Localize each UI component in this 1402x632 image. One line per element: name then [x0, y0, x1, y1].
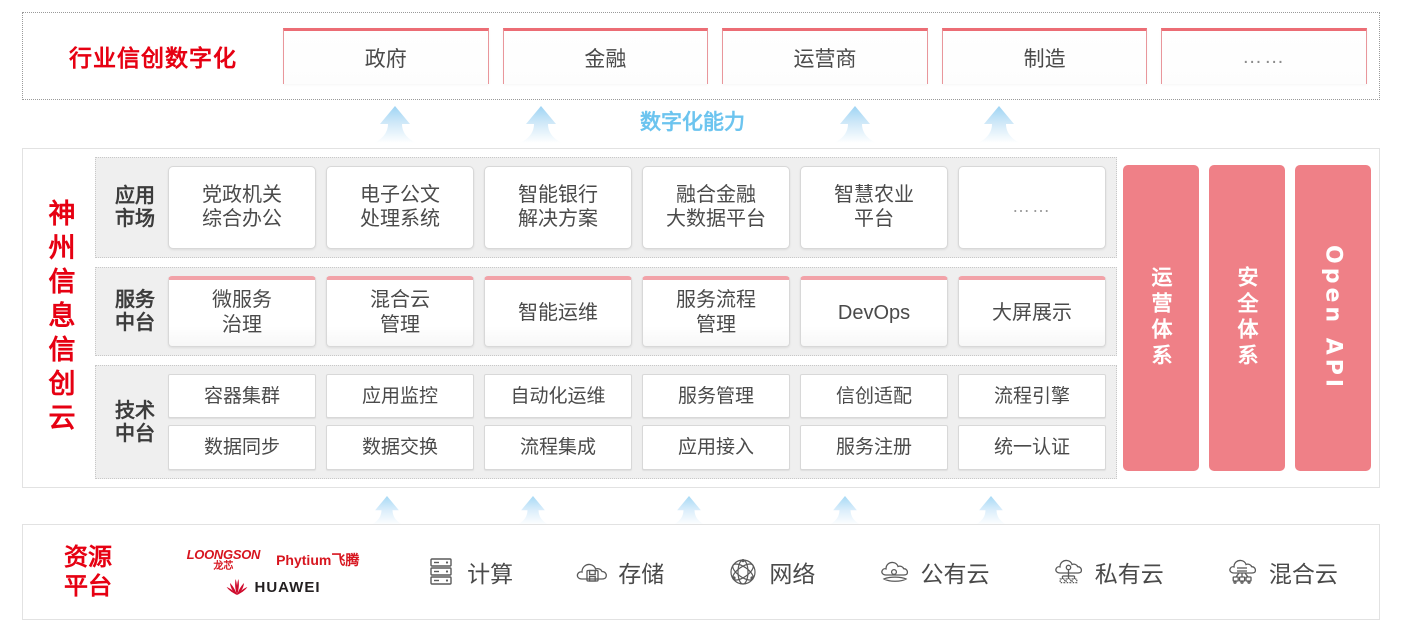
tech-card-service-mgmt[interactable]: 服务管理 — [642, 373, 790, 419]
vendor-logo-group: LOONGSON 龙芯 Phytium飞腾 — [153, 548, 393, 596]
app-card-smart-bank[interactable]: 智能银行解决方案 — [484, 166, 632, 249]
private-cloud-icon — [1052, 555, 1086, 589]
up-arrow-icon — [822, 496, 868, 526]
tech-platform-items: 容器集群 应用监控 自动化运维 服务管理 信创适配 流程引擎 数据同步 数据交换… — [168, 373, 1106, 470]
tech-card-data-sync[interactable]: 数据同步 — [168, 425, 316, 470]
resource-item-label: 网络 — [769, 561, 816, 587]
resource-item-public-cloud[interactable]: 公有云 — [878, 555, 990, 589]
service-card-microservice-governance[interactable]: 微服务治理 — [168, 275, 316, 347]
tech-card-process-integration[interactable]: 流程集成 — [484, 425, 632, 470]
up-arrow-icon — [372, 106, 418, 144]
network-icon — [726, 555, 760, 589]
service-card-bigscreen-display[interactable]: 大屏展示 — [958, 275, 1106, 347]
resource-item-hybrid-cloud[interactable]: 混合云 — [1226, 555, 1338, 589]
vendor-logo-row-2: HUAWEI — [226, 578, 321, 596]
resource-item-label: 混合云 — [1268, 561, 1338, 587]
huawei-logo: HUAWEI — [226, 578, 321, 596]
tech-platform-row-1: 容器集群 应用监控 自动化运维 服务管理 信创适配 流程引擎 — [168, 373, 1106, 419]
resource-item-label: 计算 — [467, 561, 514, 587]
layer-label-application-market: 应用 市场 — [115, 183, 155, 231]
tech-card-xinchuang-adaptation[interactable]: 信创适配 — [800, 373, 948, 419]
app-card-finance-bigdata[interactable]: 融合金融大数据平台 — [642, 166, 790, 249]
resource-item-list: 计算 存储 — [393, 555, 1379, 589]
layer-label-tech-platform: 技术 中台 — [115, 397, 155, 445]
core-platform-title-text: 神州信息信创云 — [43, 199, 75, 437]
industry-box-more[interactable]: …… — [1161, 28, 1367, 84]
layer-tech-platform: 技术 中台 容器集群 应用监控 自动化运维 服务管理 信创适配 流程引擎 — [95, 364, 1117, 479]
layer-stack: 应用 市场 党政机关综合办公 电子公文处理系统 智能银行解决方案 — [95, 157, 1117, 479]
app-card-government-office[interactable]: 党政机关综合办公 — [168, 166, 316, 249]
core-platform-body: 应用 市场 党政机关综合办公 电子公文处理系统 智能银行解决方案 — [95, 149, 1379, 487]
resource-item-network[interactable]: 网络 — [726, 555, 815, 589]
public-cloud-icon — [878, 555, 912, 589]
industry-box-list: 政府 金融 运营商 制造 …… — [283, 28, 1379, 84]
pillar-operations-system[interactable]: 运营体系 — [1123, 165, 1199, 471]
up-arrow-icon — [832, 106, 878, 144]
industry-band-title: 行业信创数字化 — [69, 46, 237, 72]
service-card-smart-ops[interactable]: 智能运维 — [484, 275, 632, 347]
pillar-list: 运营体系 安全体系 Open API — [1123, 165, 1371, 471]
tech-card-unified-auth[interactable]: 统一认证 — [958, 425, 1106, 470]
industry-box-carrier[interactable]: 运营商 — [722, 28, 928, 84]
huawei-petal-icon — [226, 578, 248, 596]
up-arrow-icon — [976, 106, 1022, 144]
pillar-security-system[interactable]: 安全体系 — [1209, 165, 1285, 471]
layer-service-platform: 服务 中台 微服务治理 混合云管理 智能运维 — [95, 266, 1117, 356]
tech-card-automated-ops[interactable]: 自动化运维 — [484, 373, 632, 419]
phytium-logo: Phytium飞腾 — [276, 552, 360, 568]
industry-box-finance[interactable]: 金融 — [502, 28, 709, 84]
loongson-logo: LOONGSON 龙芯 — [186, 547, 261, 572]
up-arrow-icon — [968, 496, 1014, 526]
service-card-hybrid-cloud-mgmt[interactable]: 混合云管理 — [326, 275, 474, 347]
tech-platform-row-2: 数据同步 数据交换 流程集成 应用接入 服务注册 统一认证 — [168, 425, 1106, 470]
resource-item-storage[interactable]: 存储 — [575, 555, 664, 589]
tech-card-container-cluster[interactable]: 容器集群 — [168, 373, 316, 419]
resource-platform-frame: 资源 平台 LOONGSON 龙芯 Phytium飞腾 — [22, 524, 1380, 620]
industry-band: 行业信创数字化 政府 金融 运营商 制造 …… — [22, 12, 1380, 100]
up-arrow-icon — [364, 496, 410, 526]
service-platform-items: 微服务治理 混合云管理 智能运维 服务流程管理 DevOps — [168, 275, 1106, 347]
industry-box-government[interactable]: 政府 — [283, 28, 489, 84]
resource-item-label: 公有云 — [920, 561, 990, 587]
service-card-devops[interactable]: DevOps — [800, 275, 948, 347]
up-arrow-icon — [666, 496, 712, 526]
resource-platform-title: 资源 平台 — [64, 543, 112, 600]
server-icon — [424, 555, 458, 589]
tech-card-service-registry[interactable]: 服务注册 — [800, 425, 948, 470]
up-arrow-icon — [510, 496, 556, 526]
hybrid-cloud-icon — [1226, 555, 1260, 589]
industry-box-manufacturing[interactable]: 制造 — [941, 28, 1148, 84]
resource-uplink-arrow-band — [0, 488, 1402, 526]
core-platform-frame: 神州信息信创云 应用 市场 党政机关综合办公 电子公文处理系统 — [22, 148, 1380, 488]
up-arrow-icon — [518, 106, 564, 144]
digital-capability-band: 数字化能力 — [0, 100, 1402, 144]
application-market-items: 党政机关综合办公 电子公文处理系统 智能银行解决方案 融合金融大数据平台 智慧农 — [168, 166, 1106, 249]
pillar-open-api[interactable]: Open API — [1295, 165, 1371, 471]
layer-label-service-platform: 服务 中台 — [115, 287, 155, 335]
vendor-logo-row-1: LOONGSON 龙芯 Phytium飞腾 — [187, 548, 360, 572]
tech-card-process-engine[interactable]: 流程引擎 — [958, 373, 1106, 419]
cloud-storage-icon — [575, 555, 609, 589]
digital-capability-label: 数字化能力 — [640, 110, 745, 134]
resource-item-private-cloud[interactable]: 私有云 — [1052, 555, 1164, 589]
tech-card-data-exchange[interactable]: 数据交换 — [326, 425, 474, 470]
layer-application-market: 应用 市场 党政机关综合办公 电子公文处理系统 智能银行解决方案 — [95, 157, 1117, 258]
tech-card-app-access[interactable]: 应用接入 — [642, 425, 790, 470]
app-card-smart-agriculture[interactable]: 智慧农业平台 — [800, 166, 948, 249]
service-card-process-mgmt[interactable]: 服务流程管理 — [642, 275, 790, 347]
resource-item-label: 存储 — [618, 561, 665, 587]
core-platform-title: 神州信息信创云 — [23, 149, 95, 487]
app-card-edoc-system[interactable]: 电子公文处理系统 — [326, 166, 474, 249]
tech-card-app-monitoring[interactable]: 应用监控 — [326, 373, 474, 419]
resource-item-label: 私有云 — [1094, 561, 1164, 587]
resource-item-compute[interactable]: 计算 — [424, 555, 513, 589]
app-card-more[interactable]: …… — [958, 166, 1106, 249]
